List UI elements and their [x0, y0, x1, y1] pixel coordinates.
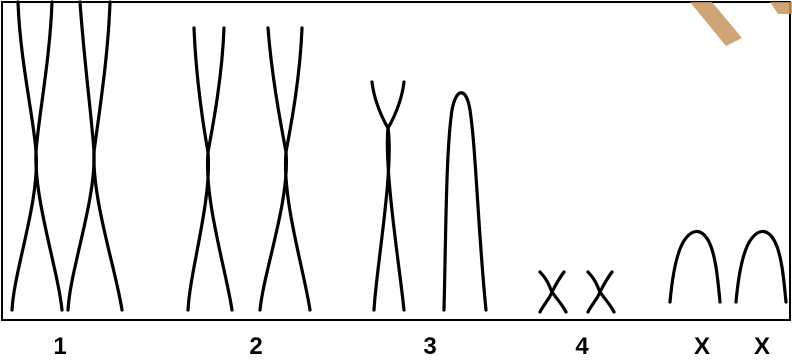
- chromosome-group-2: [188, 28, 310, 310]
- group-label-x-2: X: [754, 333, 770, 360]
- watermark-mark: [690, 2, 742, 46]
- chromatid: [208, 28, 232, 310]
- chromatid: [600, 272, 614, 312]
- chromatid: [588, 272, 600, 312]
- chromatid: [260, 28, 286, 310]
- chromatid: [12, 2, 36, 310]
- chromatid: [372, 82, 389, 310]
- watermark-mark-2: [770, 2, 792, 14]
- group-label-2: 2: [249, 333, 262, 360]
- chromosome-group-4: [540, 272, 614, 312]
- group-label-x-1: X: [694, 333, 710, 360]
- chromatid-arch: [736, 231, 786, 302]
- group-label-3: 3: [423, 333, 436, 360]
- chromatid: [286, 28, 310, 310]
- diagram-frame: [2, 2, 790, 320]
- chromatid: [540, 272, 552, 312]
- chromosome-group-3: [372, 82, 486, 310]
- chromatid: [387, 82, 404, 310]
- chromatid-arch: [444, 93, 486, 310]
- chromosome-group-1: [12, 2, 122, 310]
- chromatid: [68, 2, 94, 310]
- chromatid: [36, 2, 62, 310]
- chromatid: [188, 28, 208, 310]
- group-label-1: 1: [53, 333, 66, 360]
- group-label-4: 4: [575, 333, 589, 360]
- chromatid: [94, 2, 122, 310]
- chromatid: [552, 272, 566, 312]
- chromosome-group-x: [670, 231, 786, 302]
- chromatid-arch: [670, 231, 720, 302]
